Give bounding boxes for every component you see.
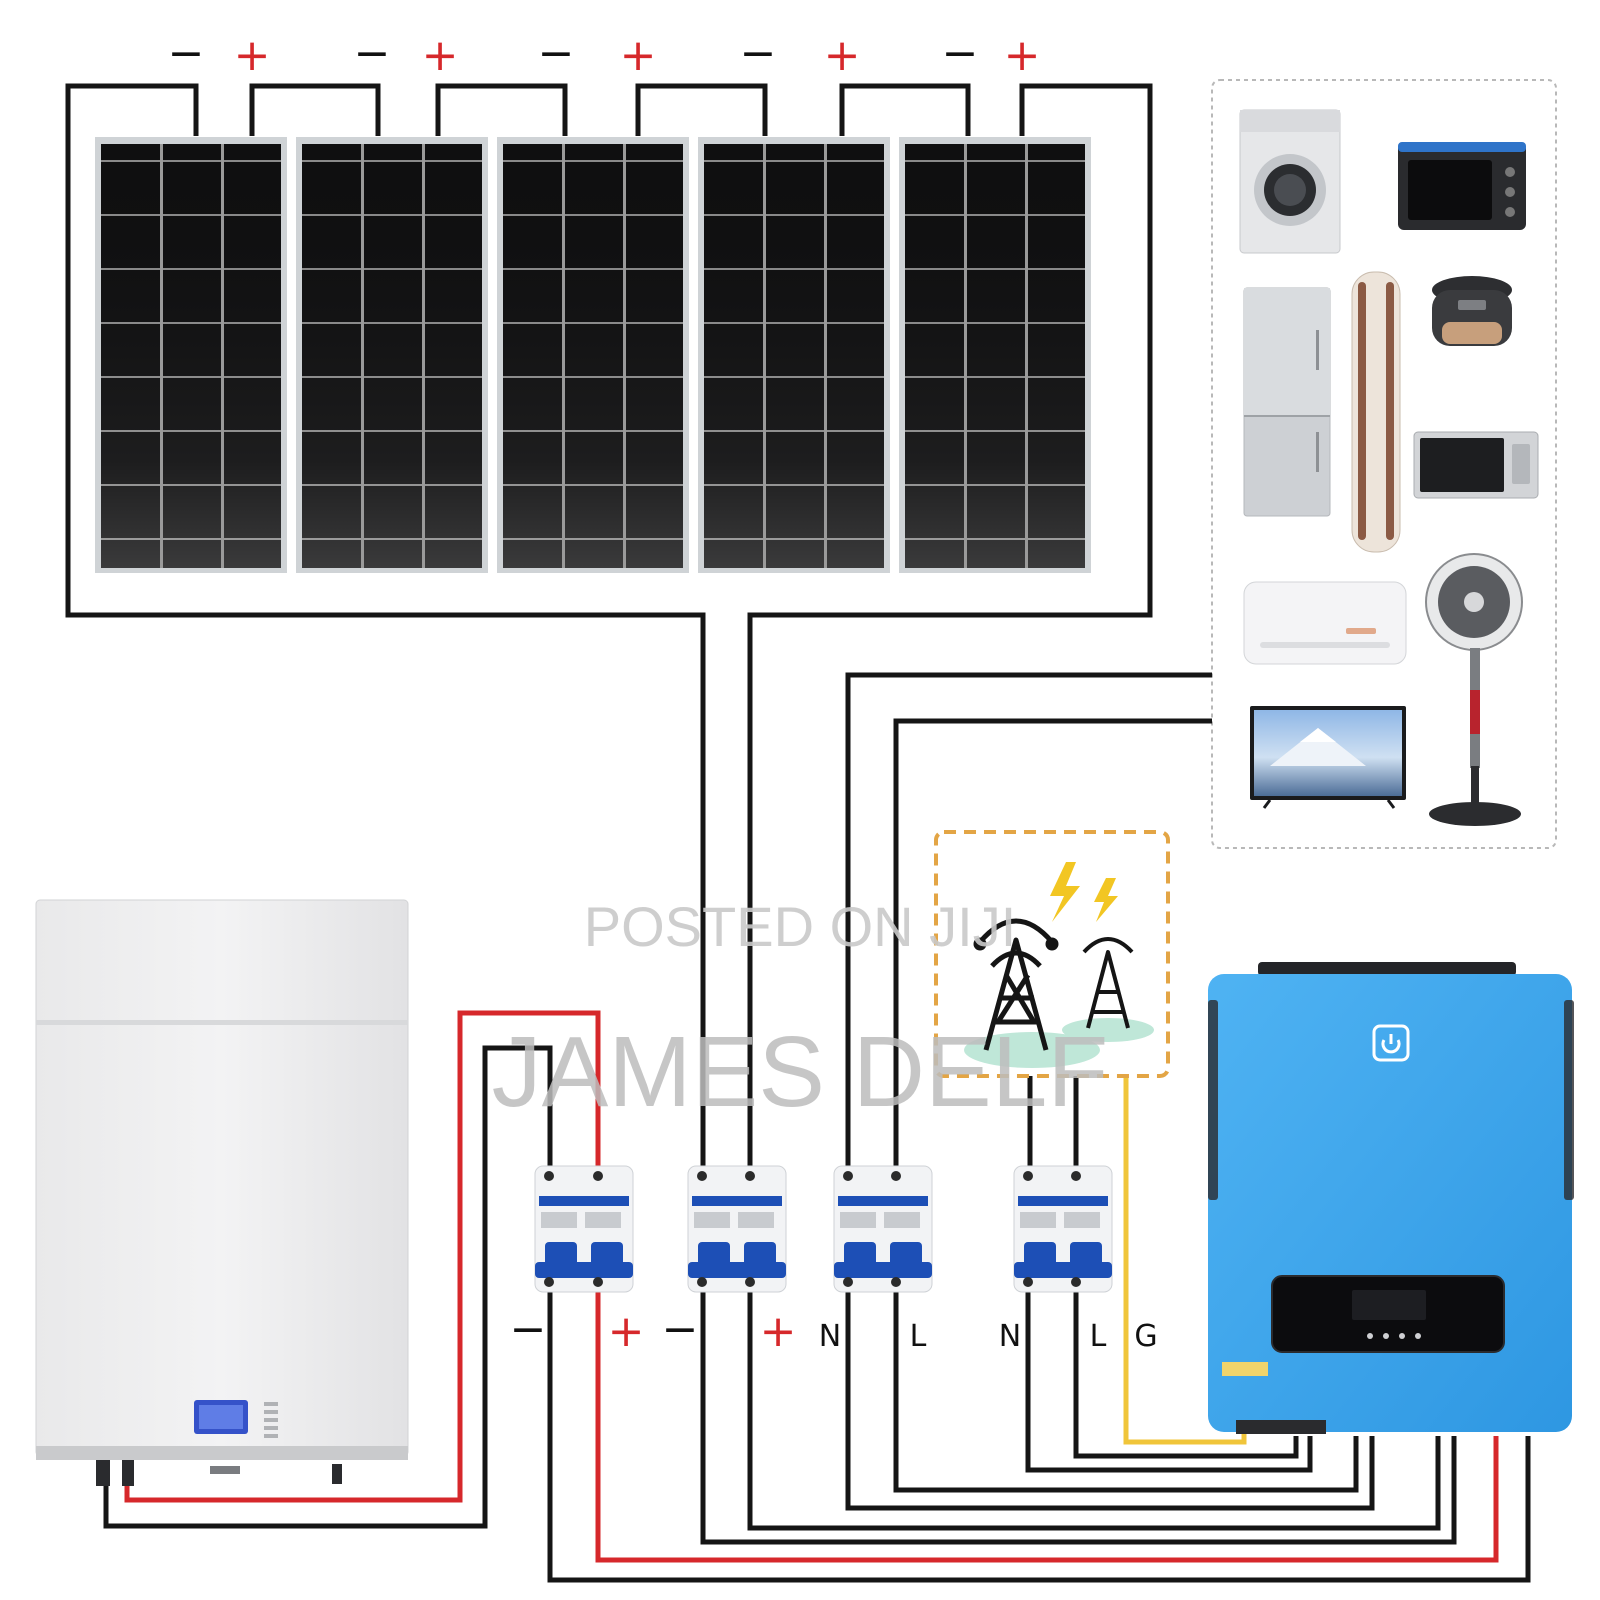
load-breaker[interactable] bbox=[833, 1165, 933, 1293]
power-icon bbox=[1372, 1024, 1410, 1062]
battery-wiring bbox=[103, 1010, 601, 1529]
panel-1-neg-sign: − bbox=[168, 28, 205, 79]
battery-neg-label: − bbox=[510, 1304, 547, 1355]
panel-3-neg-sign: − bbox=[538, 28, 575, 79]
pv-string-wiring bbox=[65, 83, 1153, 1166]
microwave-icon bbox=[1413, 431, 1539, 499]
pv-pos-label: + bbox=[760, 1306, 797, 1357]
breakers bbox=[534, 1165, 1113, 1293]
appliance-load-box bbox=[1211, 79, 1557, 849]
panel-4-neg-sign: − bbox=[740, 28, 777, 79]
load-n-label: N bbox=[819, 1319, 841, 1354]
watermark: POSTED ON JIJI JAMES DELF bbox=[492, 895, 1109, 1128]
solar-panel-1 bbox=[95, 137, 287, 573]
solar-panel-array bbox=[95, 137, 1091, 573]
lightning-bolt-small-icon bbox=[1094, 878, 1118, 922]
solar-panel-3 bbox=[497, 137, 689, 573]
pv-breaker[interactable] bbox=[687, 1165, 787, 1293]
pv-neg-label: − bbox=[662, 1304, 699, 1355]
panel-terminal-signs: − + − + − + − + − + bbox=[168, 28, 1041, 81]
watermark-line-1: POSTED ON JIJI bbox=[584, 895, 1017, 958]
hybrid-inverter bbox=[1208, 962, 1574, 1434]
lithium-battery-pack bbox=[35, 899, 409, 1486]
panel-2-neg-sign: − bbox=[354, 28, 391, 79]
standing-fan-icon bbox=[1425, 553, 1523, 826]
rice-cooker-icon bbox=[1432, 276, 1512, 346]
tv-icon bbox=[1250, 706, 1406, 809]
panel-4-pos-sign: + bbox=[824, 30, 861, 81]
battery-pos-label: + bbox=[608, 1306, 645, 1357]
panel-5-pos-sign: + bbox=[1004, 30, 1041, 81]
wall-ac-icon bbox=[1243, 581, 1407, 665]
grid-g-label: G bbox=[1134, 1319, 1157, 1354]
grid-l-label: L bbox=[1090, 1319, 1107, 1354]
inverter-dc-ac-wiring bbox=[547, 1076, 1531, 1583]
power-tower-icon bbox=[973, 918, 1059, 1051]
lightning-bolt-icon bbox=[1050, 862, 1080, 922]
panel-2-pos-sign: + bbox=[422, 30, 459, 81]
fridge-icon bbox=[1243, 287, 1331, 517]
solar-panel-2 bbox=[296, 137, 488, 573]
grid-breaker[interactable] bbox=[1013, 1165, 1113, 1293]
load-l-label: L bbox=[910, 1319, 927, 1354]
battery-breaker[interactable] bbox=[534, 1165, 634, 1293]
watermark-line-2: JAMES DELF bbox=[492, 1016, 1109, 1128]
oven-icon bbox=[1398, 142, 1526, 230]
breaker-labels: − + − + N L N L G bbox=[510, 1304, 1158, 1357]
solar-panel-5 bbox=[899, 137, 1091, 573]
panel-3-pos-sign: + bbox=[620, 30, 657, 81]
utility-grid-box bbox=[934, 830, 1170, 1078]
tower-ac-icon bbox=[1351, 271, 1401, 553]
load-output-wiring bbox=[845, 672, 1212, 1166]
power-tower-small-icon bbox=[1082, 937, 1134, 1029]
panel-5-neg-sign: − bbox=[942, 28, 979, 79]
grid-wiring bbox=[1027, 1076, 1079, 1166]
solar-panel-4 bbox=[698, 137, 890, 573]
washing-machine-icon bbox=[1239, 109, 1341, 254]
grid-n-label: N bbox=[999, 1319, 1021, 1354]
panel-1-pos-sign: + bbox=[234, 30, 271, 81]
